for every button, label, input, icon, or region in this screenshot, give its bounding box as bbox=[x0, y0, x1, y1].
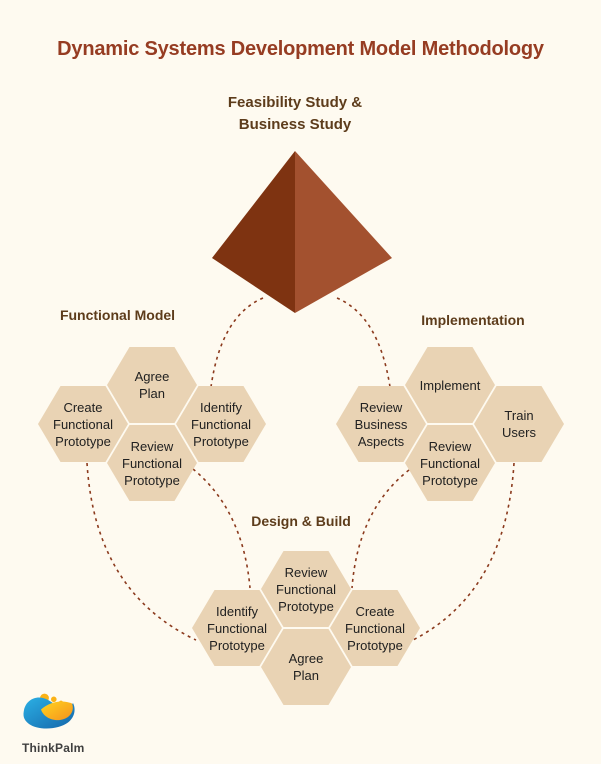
hexagon-identify-functional-prototype: Identify Functional Prototype bbox=[192, 590, 282, 666]
arc-implementation-to-design-build-inner bbox=[351, 469, 410, 589]
arc-functional-model-to-design-build-outer bbox=[86, 462, 197, 641]
design-build-label: Design & Build bbox=[251, 513, 351, 529]
pyramid-left-face bbox=[212, 151, 295, 313]
pyramid-right-face bbox=[295, 151, 392, 313]
thinkpalm-logo: ThinkPalm bbox=[20, 689, 90, 755]
hexagon-agree-plan: Agree Plan bbox=[261, 629, 351, 705]
hexagon-create-functional-prototype: Create Functional Prototype bbox=[330, 590, 420, 666]
thinkpalm-logo-text: ThinkPalm bbox=[22, 741, 85, 755]
implementation-cluster: Implement Review Business Aspects Train … bbox=[336, 347, 564, 501]
logo-palm-yellow bbox=[41, 701, 73, 721]
hexagon-review-functional-prototype: Review Functional Prototype bbox=[261, 551, 351, 627]
implementation-label: Implementation bbox=[421, 312, 525, 328]
page-title: Dynamic Systems Development Model Method… bbox=[57, 38, 544, 60]
arc-implementation-to-design-build-outer bbox=[412, 462, 515, 641]
arc-functional-model-to-design-build-inner bbox=[192, 468, 251, 589]
functional-model-cluster: Agree Plan Create Functional Prototype I… bbox=[38, 347, 266, 501]
arc-pyramid-to-functional-model bbox=[210, 297, 264, 388]
thinkpalm-logo-mark bbox=[23, 693, 75, 729]
functional-model-label: Functional Model bbox=[59, 307, 176, 323]
feasibility-study-label: Feasibility Study & Business Study bbox=[227, 94, 363, 133]
logo-dot-medium bbox=[51, 696, 57, 703]
design-build-cluster: Review Functional Prototype Identify Fun… bbox=[192, 551, 420, 705]
arc-pyramid-to-implementation bbox=[336, 297, 391, 388]
